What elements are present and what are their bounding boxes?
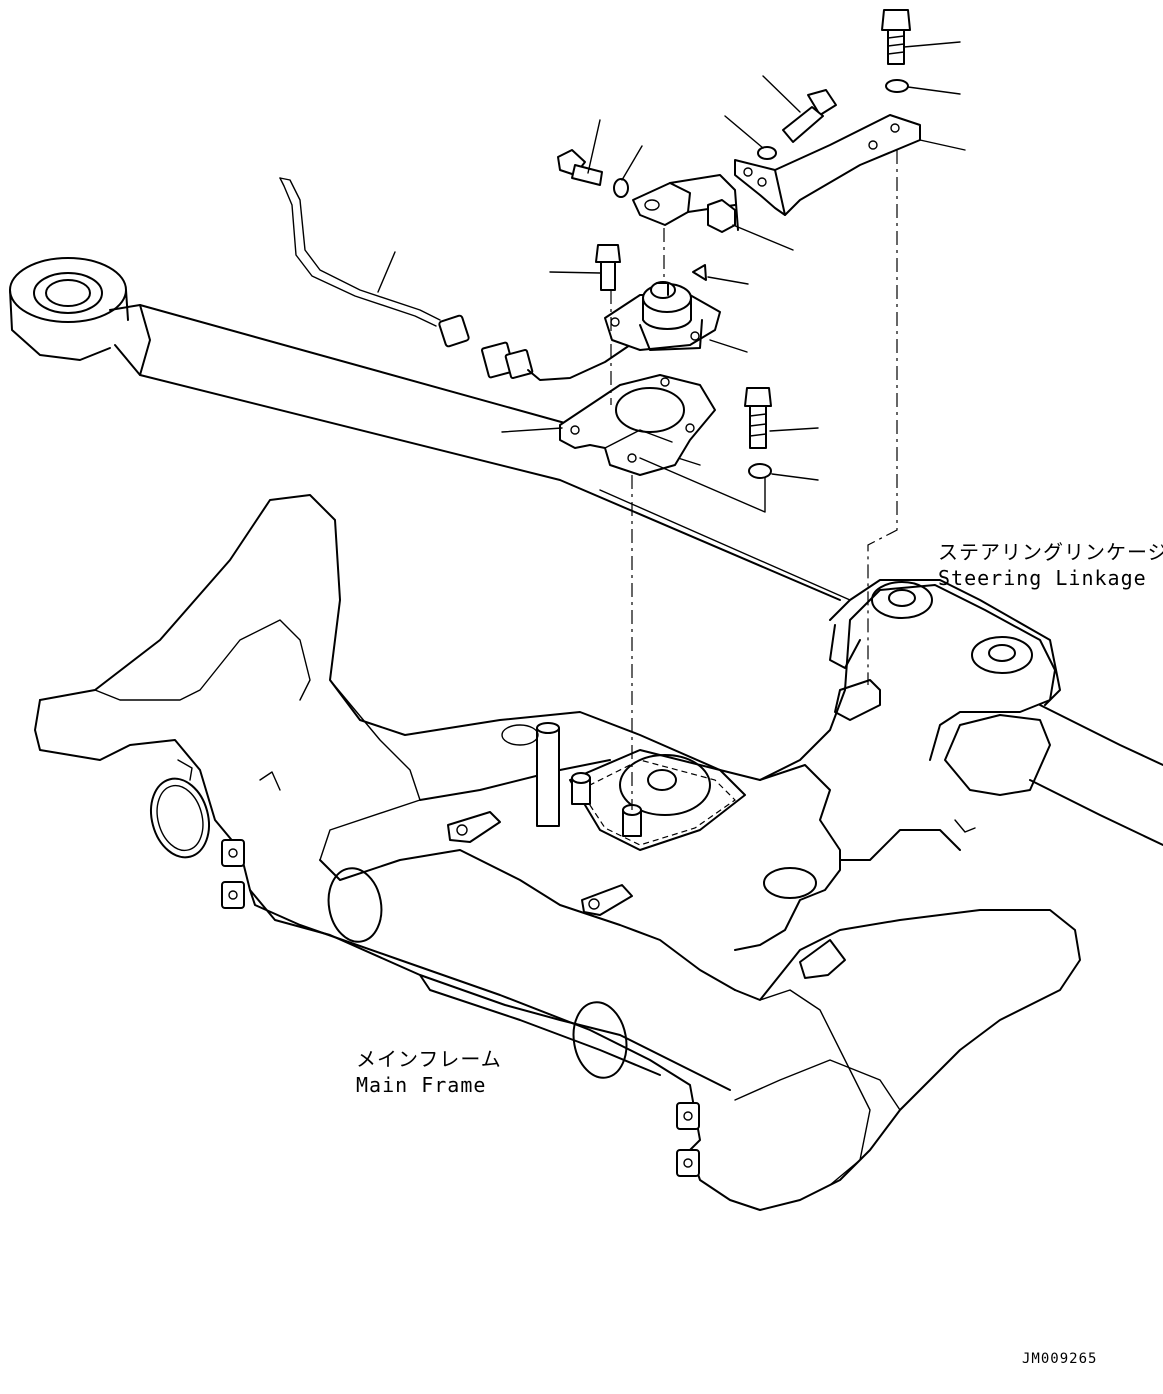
assembly-lines [610, 150, 898, 810]
bolt-bracket [782, 89, 837, 143]
steering-linkage-label-en: Steering Linkage [938, 566, 1147, 590]
bolt-plate [744, 387, 772, 449]
sensor-assembly [557, 9, 921, 479]
washer-lever [613, 178, 629, 198]
main-frame-label-en: Main Frame [356, 1073, 486, 1097]
washer-plate [748, 463, 772, 479]
steering-linkage-label-jp: ステアリングリンケージ [938, 540, 1163, 564]
washer-top-right [885, 79, 909, 93]
bolt-sensor [595, 244, 621, 291]
sensor-cable [279, 177, 631, 381]
leader-lines [377, 41, 966, 481]
drawing-code: JM009265 [1022, 1351, 1097, 1367]
washer-bracket [757, 146, 777, 160]
main-frame-label-jp: メインフレーム [356, 1047, 502, 1071]
bolt-top-right [881, 9, 911, 65]
main-frame [34, 494, 1081, 1211]
steering-linkage [9, 257, 1163, 846]
bolt-lever [557, 149, 603, 186]
